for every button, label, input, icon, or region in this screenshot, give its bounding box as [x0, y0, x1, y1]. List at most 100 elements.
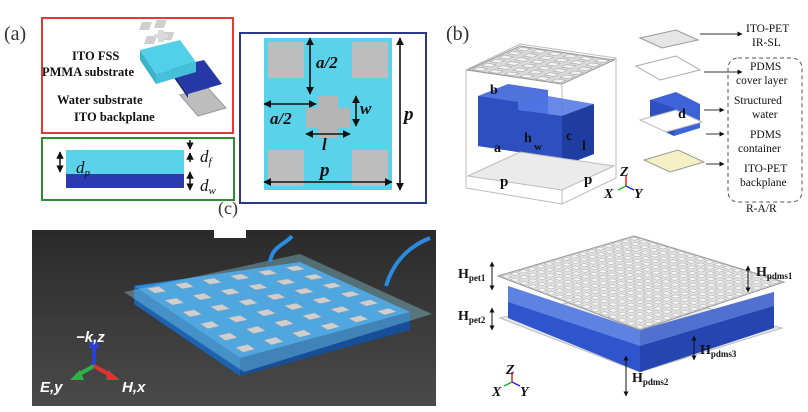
array-cell [623, 267, 636, 272]
array-cell [596, 269, 609, 274]
render-patch [192, 293, 213, 301]
render-patch [257, 269, 278, 276]
render-patch [319, 322, 341, 331]
array-cell [577, 251, 590, 256]
array-cell [543, 261, 556, 266]
array-cell [612, 247, 625, 252]
array-cell [686, 271, 699, 276]
array-cell [667, 259, 680, 264]
array-cell [586, 254, 599, 259]
array-cell [676, 268, 690, 273]
array-cell [638, 245, 651, 249]
corner-patch-br [352, 150, 388, 186]
ir-sl-cell [480, 63, 497, 68]
array-cell [649, 264, 662, 269]
array-cell [714, 291, 727, 296]
render-patch [237, 298, 259, 306]
array-cell [589, 295, 602, 300]
label-pmma: PMMA substrate [42, 65, 134, 79]
pmma-cross-section [66, 150, 184, 174]
array-cell [731, 268, 744, 273]
array-cell [585, 249, 598, 254]
render-patch [217, 332, 238, 341]
array-cell [759, 277, 772, 282]
array-cell [676, 262, 689, 267]
array-cell [705, 282, 718, 287]
array-cell [629, 247, 643, 252]
render-patch [265, 293, 287, 301]
legend-pdms-cover-2: cover layer [736, 75, 788, 87]
array-cell [625, 308, 638, 314]
array-cell [675, 251, 688, 256]
array-cell [634, 318, 647, 323]
render-patch [376, 307, 398, 316]
render-patch [291, 329, 313, 338]
legend-rar: R-A/R [746, 203, 777, 215]
array-cell [677, 279, 690, 284]
top-ir-sl-grid [472, 47, 610, 83]
array-cell [509, 271, 522, 276]
array-cell [687, 300, 700, 305]
array-cell [687, 294, 700, 299]
center-cross-patch [306, 96, 350, 138]
array-cell [632, 270, 645, 275]
render-patch [227, 314, 249, 323]
array-cell [713, 274, 726, 279]
render-fss-grid [146, 265, 398, 353]
render-patch [301, 312, 323, 321]
ir-sl-cell [496, 65, 513, 70]
render-patch [311, 296, 333, 304]
tube-left [268, 234, 294, 263]
array-cell [551, 259, 564, 264]
array-cell [643, 315, 656, 320]
array-cell [607, 302, 620, 307]
array-cell [639, 256, 652, 261]
array-cell [666, 253, 679, 258]
render-patch [358, 299, 379, 307]
array-cell [616, 311, 629, 316]
transparent-cover [124, 254, 432, 372]
render-patch [199, 320, 220, 329]
array-cell [562, 291, 575, 296]
array-cell [632, 276, 645, 281]
ir-sl-cell [487, 69, 504, 74]
render-patch [146, 286, 167, 294]
panel-a-label: (a) [4, 23, 26, 45]
ir-sl-cell [559, 74, 576, 79]
render-patch [235, 344, 256, 353]
array-cell [658, 267, 672, 272]
array-cell [624, 296, 637, 301]
array-cell [616, 299, 629, 304]
array-cell [561, 268, 574, 273]
legend-structured-1: Structured [734, 95, 782, 107]
label-p-right-3d: p [584, 172, 592, 188]
array-cell [621, 250, 634, 255]
ir-sl-cell [512, 67, 529, 72]
array-cell [570, 265, 582, 270]
array-cell [553, 276, 566, 281]
unit-cell: a/2 a/2 w l p p [263, 37, 414, 191]
array-cell [562, 285, 575, 290]
array-cell [518, 281, 531, 286]
array-cell [652, 318, 665, 323]
render-patch [245, 325, 266, 334]
render-patch [164, 297, 185, 306]
array-cell [660, 303, 673, 308]
render-patch [329, 306, 351, 314]
array-cell [614, 269, 627, 274]
array-cell [759, 283, 772, 288]
label-p-left: p [500, 174, 508, 190]
label-b: b [490, 83, 498, 98]
ir-sl-cell [536, 66, 553, 71]
array-cell [713, 280, 727, 285]
array-cell [651, 306, 664, 311]
array-cell [597, 275, 610, 280]
render-patch [174, 282, 195, 290]
label-a-half-top: a/2 [316, 53, 338, 72]
array-cell [687, 306, 701, 311]
array-cell [678, 291, 691, 296]
label-dw: dw [200, 176, 217, 197]
array-cell [687, 282, 700, 287]
render-patch [201, 277, 223, 285]
cross-section: dp df dw [56, 140, 217, 197]
